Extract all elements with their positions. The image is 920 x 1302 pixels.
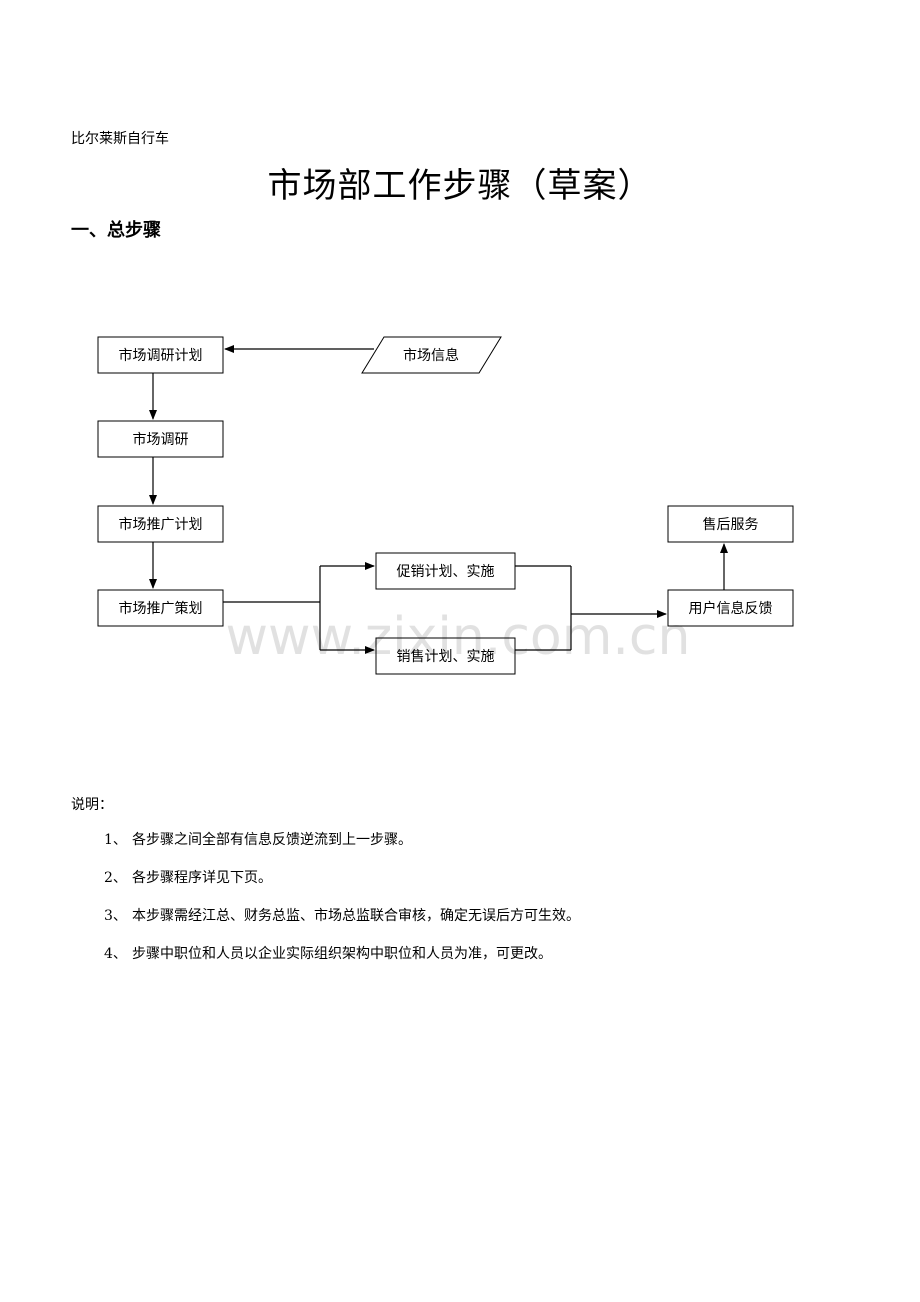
node-label: 用户信息反馈: [689, 600, 773, 617]
notes-heading: 说明：: [71, 797, 113, 813]
node-label: 售后服务: [703, 517, 759, 533]
node-promotion-planning: 市场推广策划: [97, 589, 224, 627]
note-text: 各步骤程序详见下页。: [132, 870, 272, 886]
node-label: 市场调研: [133, 431, 189, 448]
note-number: 2、: [104, 870, 127, 886]
node-label: 市场调研计划: [119, 347, 203, 364]
node-label: 促销计划、实施: [397, 564, 495, 580]
note-text: 步骤中职位和人员以企业实际组织架构中职位和人员为准，可更改。: [132, 946, 552, 962]
note-item: 3、本步骤需经江总、财务总监、市场总监联合审核，确定无误后方可生效。: [104, 906, 580, 944]
node-sales-plan: 销售计划、实施: [375, 637, 516, 675]
notes-list: 1、各步骤之间全部有信息反馈逆流到上一步骤。 2、各步骤程序详见下页。 3、本步…: [104, 830, 580, 982]
company-name: 比尔莱斯自行车: [71, 131, 169, 147]
note-number: 1、: [104, 832, 127, 848]
node-sales-promo-plan: 促销计划、实施: [375, 552, 516, 590]
note-text: 各步骤之间全部有信息反馈逆流到上一步骤。: [132, 832, 412, 848]
node-market-research: 市场调研: [97, 420, 224, 458]
section-title: 一、总步骤: [71, 220, 161, 241]
watermark: www.zixin.com.cn: [226, 607, 691, 667]
note-item: 4、步骤中职位和人员以企业实际组织架构中职位和人员为准，可更改。: [104, 944, 580, 982]
node-user-feedback: 用户信息反馈: [667, 589, 794, 627]
node-label: 市场推广策划: [119, 600, 203, 617]
node-label: 市场推广计划: [119, 516, 203, 533]
note-item: 2、各步骤程序详见下页。: [104, 868, 580, 906]
node-market-info: 市场信息: [361, 336, 502, 374]
node-promotion-plan: 市场推广计划: [97, 505, 224, 543]
note-item: 1、各步骤之间全部有信息反馈逆流到上一步骤。: [104, 830, 580, 868]
note-number: 4、: [104, 946, 127, 962]
node-after-sales: 售后服务: [667, 505, 794, 543]
flowchart: www.zixin.com.cn 市场调研计划 市场信息 市场调研 市场推广计划…: [97, 336, 794, 675]
note-text: 本步骤需经江总、财务总监、市场总监联合审核，确定无误后方可生效。: [132, 908, 580, 924]
node-market-research-plan: 市场调研计划: [97, 336, 224, 374]
node-label: 销售计划、实施: [397, 649, 495, 665]
node-label: 市场信息: [403, 347, 459, 364]
note-number: 3、: [104, 908, 127, 924]
page-title: 市场部工作步骤（草案）: [267, 166, 653, 206]
